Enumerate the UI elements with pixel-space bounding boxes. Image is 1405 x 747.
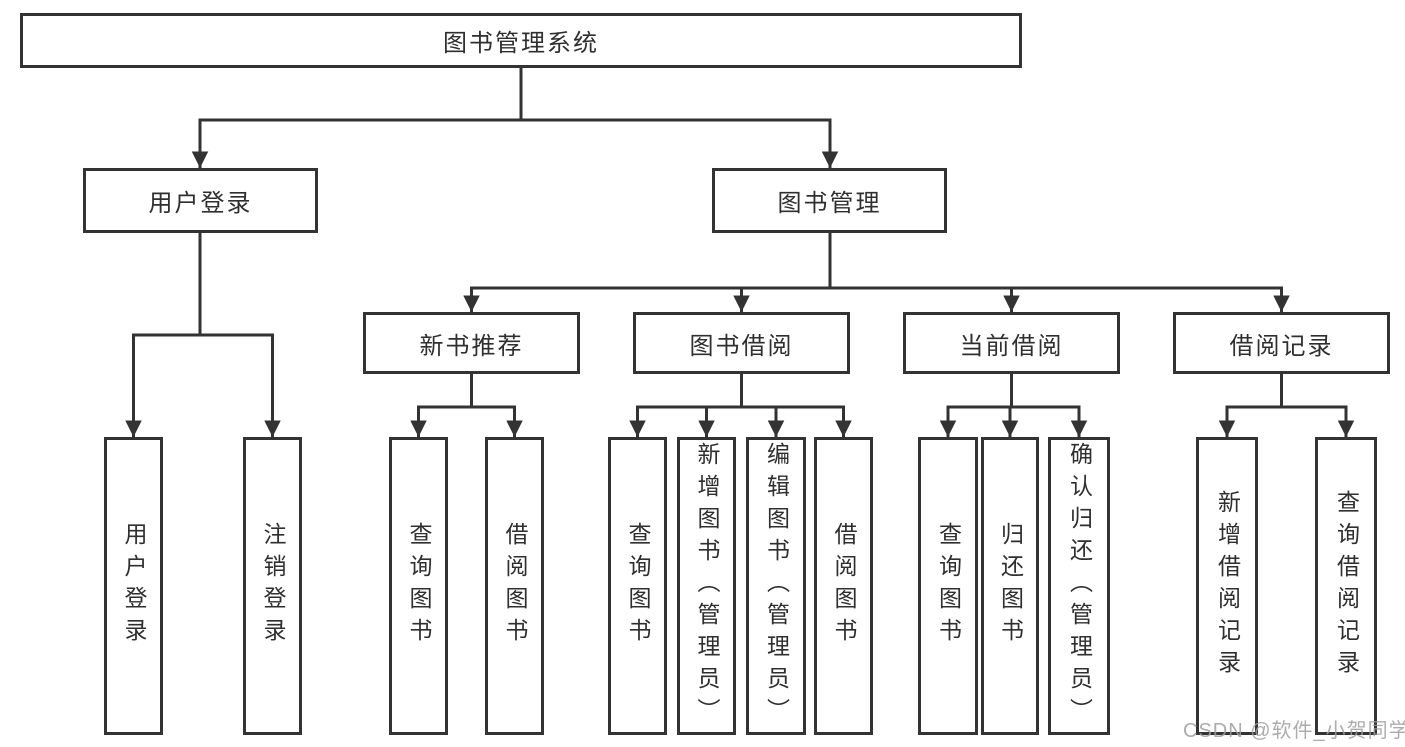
leaf-logout-label: 注销登录 [260,522,286,650]
node-book-borrow-label: 图书借阅 [689,332,794,360]
node-user-login-label: 用户登录 [148,190,253,217]
leaf-borrow-books-recommend-label: 借阅图书 [502,522,528,650]
leaf-add-books-admin-label: 新增图书（管理员） [694,442,720,730]
leaf-add-borrow-record-label: 新增借阅记录 [1214,490,1241,682]
node-book-management: 图书管理 [712,168,947,233]
leaf-confirm-return-admin: 确认归还（管理员） [1048,437,1110,735]
leaf-edit-books-admin: 编辑图书（管理员） [746,437,806,735]
leaf-add-books-admin: 新增图书（管理员） [677,437,736,735]
node-book-management-label: 图书管理 [777,190,882,217]
leaf-logout: 注销登录 [243,437,302,735]
leaf-return-books: 归还图书 [981,437,1039,735]
node-root: 图书管理系统 [20,13,1022,68]
node-current-borrow-label: 当前借阅 [959,332,1064,360]
node-new-book-recommend-label: 新书推荐 [419,332,524,360]
node-new-book-recommend: 新书推荐 [363,312,580,374]
csdn-watermark: CSDN @软件_小贺同学 [1183,720,1405,742]
node-book-borrow: 图书借阅 [633,312,850,374]
leaf-query-books-recommend: 查询图书 [389,437,448,735]
leaf-borrow-books: 借阅图书 [814,437,873,735]
leaf-query-books-current: 查询图书 [918,437,978,735]
leaf-query-books-recommend-label: 查询图书 [406,522,432,650]
leaf-edit-books-admin-label: 编辑图书（管理员） [763,442,790,730]
leaf-query-books-current-label: 查询图书 [935,522,962,650]
leaf-user-login: 用户登录 [104,437,163,735]
node-borrow-records-label: 借阅记录 [1229,332,1334,360]
node-borrow-records: 借阅记录 [1173,312,1390,374]
leaf-query-borrow-record: 查询借阅记录 [1315,437,1377,735]
leaf-user-login-label: 用户登录 [121,522,147,650]
leaf-borrow-books-recommend: 借阅图书 [485,437,544,735]
leaf-return-books-label: 归还图书 [997,522,1024,650]
node-user-login: 用户登录 [83,168,318,233]
node-root-label: 图书管理系统 [443,30,599,57]
leaf-borrow-books-label: 借阅图书 [831,522,857,650]
leaf-query-books-borrow: 查询图书 [608,437,667,735]
node-current-borrow: 当前借阅 [903,312,1120,374]
leaf-confirm-return-admin-label: 确认归还（管理员） [1066,442,1093,730]
leaf-add-borrow-record: 新增借阅记录 [1196,437,1258,735]
leaf-query-books-borrow-label: 查询图书 [625,522,651,650]
leaf-query-borrow-record-label: 查询借阅记录 [1333,490,1360,682]
